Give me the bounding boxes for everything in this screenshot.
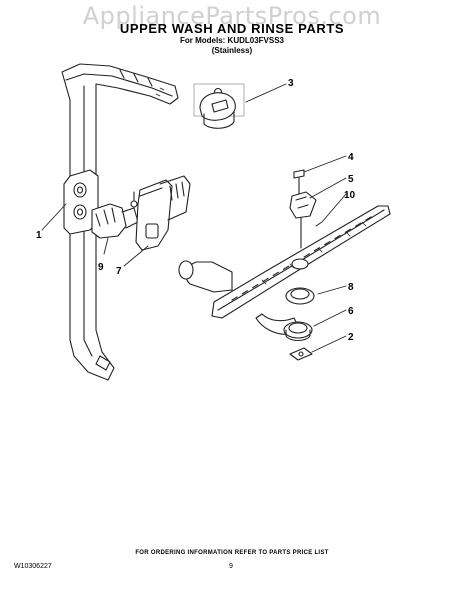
callout-9: 9: [98, 262, 104, 273]
callout-2: 2: [348, 332, 354, 343]
leader-lines: [41, 83, 347, 353]
supply-tube: [61, 63, 179, 381]
callout-3: 3: [288, 78, 294, 89]
model-line: For Models: KUDL03FVSS3: [179, 36, 284, 45]
callout-1: 1: [36, 230, 42, 241]
page-title: UPPER WASH AND RINSE PARTS: [119, 21, 345, 36]
washer-part: [289, 347, 313, 361]
callout-8: 8: [348, 282, 354, 293]
order-note: FOR ORDERING INFORMATION REFER TO PARTS …: [135, 550, 329, 556]
screw-part: [293, 169, 305, 195]
retainer-part: [289, 191, 317, 249]
watermark: AppliancePartsPros.com: [82, 2, 382, 30]
callout-7: 7: [116, 266, 122, 277]
callout-4: 4: [348, 152, 354, 163]
variant-line: (Stainless): [211, 46, 253, 55]
document-number: W10306227: [14, 563, 52, 570]
callout-10: 10: [344, 190, 356, 201]
page-number: 9: [229, 563, 233, 570]
callout-6: 6: [348, 306, 354, 317]
ring-part: [285, 287, 315, 305]
upper-fitting: [193, 83, 245, 129]
connector-part: [91, 191, 139, 239]
bracket-part: [135, 175, 191, 251]
callout-5: 5: [348, 174, 354, 185]
spray-arm: [178, 205, 391, 335]
bearing-part: [283, 321, 313, 342]
